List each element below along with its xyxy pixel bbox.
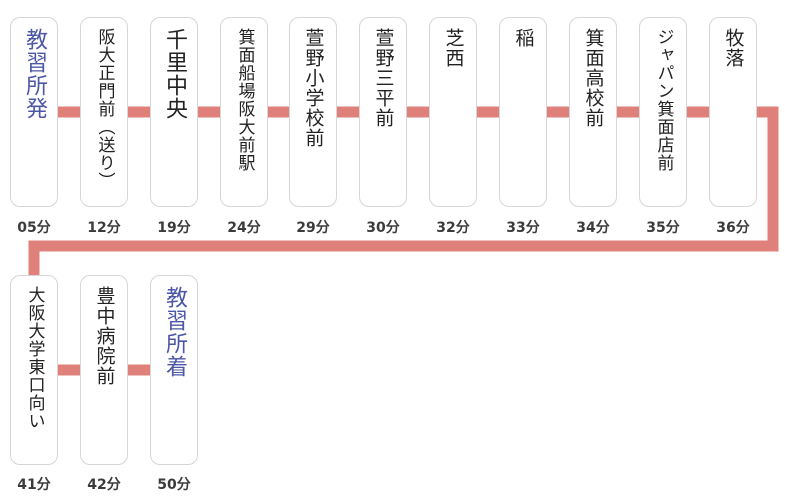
stop-card-shibanishi: 芝西 [429,17,477,207]
stop-card-toyonaka-byoin: 豊中病院前 [80,275,128,465]
stop-time: 35分 [646,220,680,236]
stop-name: 箕面船場阪大前駅 [234,28,255,172]
stop-card-kyoshujo-departure: 教習所発 [10,17,58,207]
stop-card-kayano-sampei: 萱野三平前 [359,17,407,207]
stop-time: 12分 [87,220,121,236]
stop-card-kyoshujo-arrival: 教習所着 [150,275,198,465]
stop-time: 42分 [87,477,121,493]
stop-card-kayano-shogakko: 萱野小学校前 [289,17,337,207]
stop-time: 24分 [227,220,261,236]
stop-card-makiochi: 牧落 [709,17,757,207]
stop-time: 05分 [17,220,51,236]
stop-time: 33分 [506,220,540,236]
stop-name: 箕面高校前 [582,28,605,128]
stop-name: 豊中病院前 [93,286,116,386]
stop-time: 50分 [157,477,191,493]
stop-name: 教習所着 [162,286,187,378]
stop-name: 阪大正門前（送り） [94,28,115,190]
stop-name: 牧落 [722,28,745,68]
stop-card-japan-minoh: ジャパン箕面店前 [639,17,687,207]
stop-card-minoh-semba: 箕面船場阪大前駅 [220,17,268,207]
stop-name: 大阪大学東口向い [24,286,45,430]
stop-card-handai-seimon: 阪大正門前（送り） [80,17,128,207]
stop-time: 34分 [576,220,610,236]
stop-card-senri-chuo: 千里中央 [150,17,198,207]
stop-name: 千里中央 [162,28,187,120]
stop-name: 萱野小学校前 [302,28,325,148]
stop-time: 32分 [436,220,470,236]
stop-time: 29分 [296,220,330,236]
stop-name: 稲 [512,28,535,48]
stop-card-ina: 稲 [499,17,547,207]
stop-time: 41分 [17,477,51,493]
stop-time: 19分 [157,220,191,236]
stop-time: 36分 [716,220,750,236]
stop-name: 芝西 [442,28,465,68]
stop-card-minoh-koko: 箕面高校前 [569,17,617,207]
stop-time: 30分 [366,220,400,236]
stop-name: ジャパン箕面店前 [653,28,674,172]
stop-name: 萱野三平前 [372,28,395,128]
stop-card-osaka-univ-higashiguchi: 大阪大学東口向い [10,275,58,465]
stop-name: 教習所発 [22,28,47,120]
